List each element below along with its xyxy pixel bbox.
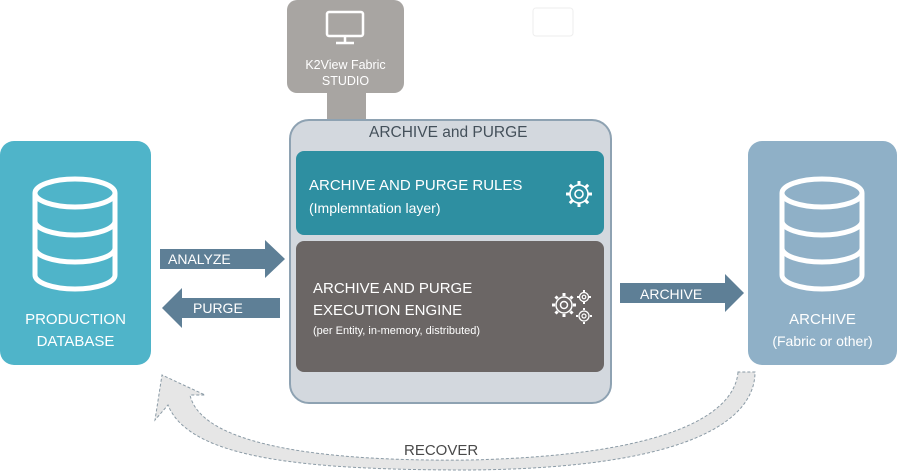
database-icon [32, 176, 118, 292]
decorative-frame [532, 7, 574, 37]
studio-label-line2: STUDIO [321, 74, 370, 88]
monitor-icon [325, 10, 365, 45]
analyze-arrow [160, 240, 285, 278]
gear-icon [566, 181, 592, 207]
archive-label: ARCHIVE [640, 286, 703, 302]
purge-arrow [162, 288, 280, 328]
gears-icon [552, 290, 592, 324]
recover-label: RECOVER [404, 442, 479, 459]
recover-arrow [154, 371, 756, 471]
execution-engine-box: ARCHIVE AND PURGE EXECUTION ENGINE (per … [296, 241, 604, 372]
engine-title-line1: ARCHIVE AND PURGE [313, 280, 473, 297]
archive-db-label-line1: ARCHIVE [789, 311, 856, 328]
rules-title: ARCHIVE AND PURGE RULES [309, 177, 523, 194]
production-db-label-line1: PRODUCTION [25, 311, 126, 328]
archive-database-box: ARCHIVE (Fabric or other) [748, 141, 897, 365]
archive-purge-title: ARCHIVE and PURGE [369, 124, 528, 141]
database-icon [779, 176, 865, 292]
production-db-label-line2: DATABASE [36, 333, 115, 350]
engine-title-line2: EXECUTION ENGINE [313, 302, 463, 319]
archive-purge-rules-box: ARCHIVE AND PURGE RULES (Implemntation l… [296, 151, 604, 235]
engine-subtitle: (per Entity, in-memory, distributed) [313, 325, 481, 337]
studio-box: K2View Fabric STUDIO [287, 0, 404, 93]
studio-label-line1: K2View Fabric [305, 58, 386, 72]
archive-arrow [620, 274, 744, 312]
rules-subtitle: (Implemntation layer) [309, 200, 441, 216]
production-database-box: PRODUCTION DATABASE [0, 141, 151, 365]
archive-db-label-line2: (Fabric or other) [772, 333, 873, 349]
purge-label: PURGE [193, 300, 243, 316]
analyze-label: ANALYZE [168, 251, 231, 267]
